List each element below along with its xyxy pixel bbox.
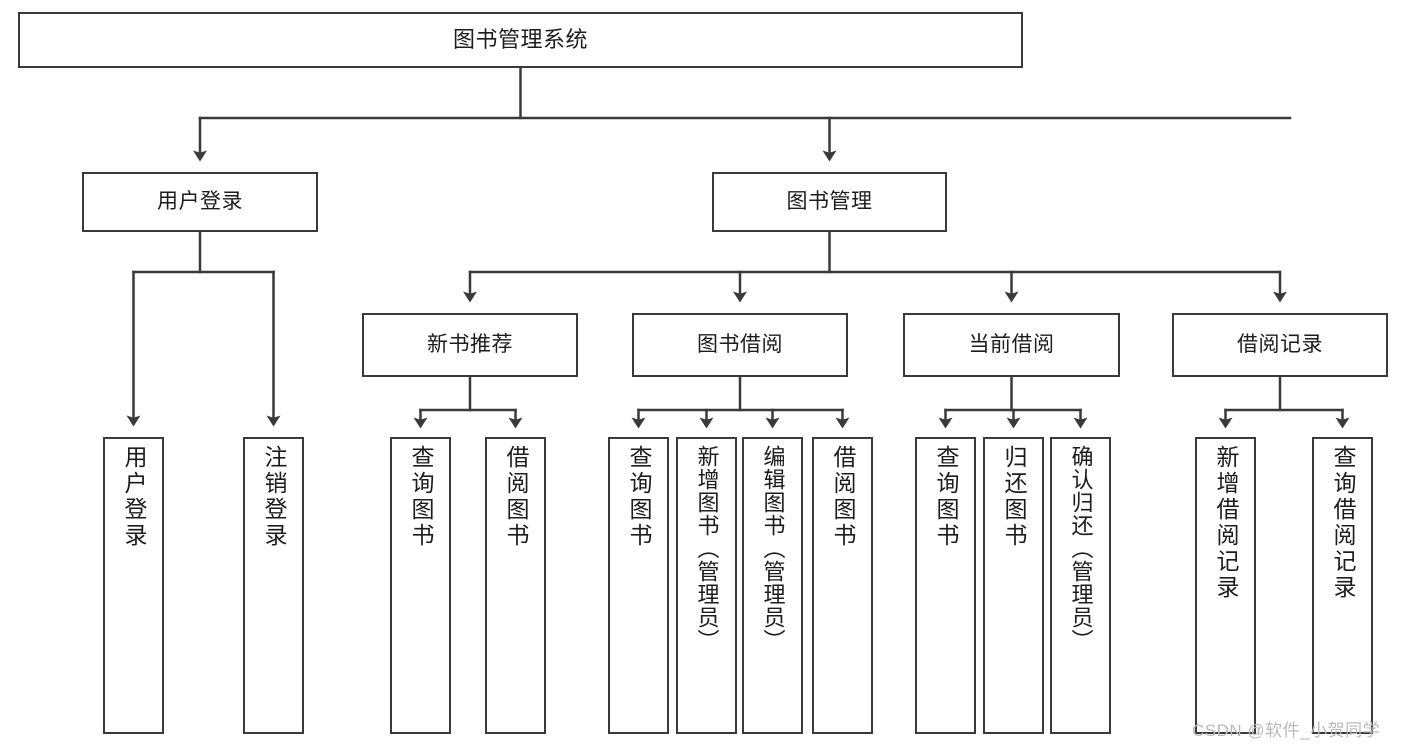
node-label: 借阅图书 xyxy=(503,445,529,549)
node-label: 用户登录 xyxy=(121,445,147,549)
node-label: 用户登录 xyxy=(157,189,243,213)
node-label: 查询图书 xyxy=(408,445,434,549)
node-leaf[interactable]: 查询图书 xyxy=(915,437,976,734)
node-leaf[interactable]: 查询借阅记录 xyxy=(1312,437,1373,734)
node-label: 新增图书（管理员） xyxy=(694,445,720,652)
node-label: 查询图书 xyxy=(933,445,959,549)
node-book-management[interactable]: 图书管理 xyxy=(712,172,947,232)
node-leaf[interactable]: 注销登录 xyxy=(243,437,304,734)
node-label: 编辑图书（管理员） xyxy=(760,445,786,652)
node-leaf[interactable]: 借阅图书 xyxy=(485,437,546,734)
node-borrow-record[interactable]: 借阅记录 xyxy=(1172,313,1388,377)
node-root-system[interactable]: 图书管理系统 xyxy=(18,12,1023,68)
node-label: 归还图书 xyxy=(1001,445,1027,549)
node-label: 图书借阅 xyxy=(697,332,783,356)
node-label: 图书管理 xyxy=(786,189,873,213)
node-label: 新书推荐 xyxy=(427,332,513,356)
node-label: 当前借阅 xyxy=(968,332,1055,356)
node-label: 查询图书 xyxy=(626,445,652,549)
node-leaf[interactable]: 用户登录 xyxy=(103,437,164,734)
node-current-borrow[interactable]: 当前借阅 xyxy=(903,313,1120,377)
node-leaf[interactable]: 查询图书 xyxy=(608,437,669,734)
node-label: 借阅记录 xyxy=(1237,332,1323,356)
node-leaf[interactable]: 查询图书 xyxy=(390,437,451,734)
watermark: CSDN @软件_小贺同学 xyxy=(1192,721,1381,740)
node-new-book-recommend[interactable]: 新书推荐 xyxy=(362,313,578,377)
node-leaf[interactable]: 归还图书 xyxy=(983,437,1044,734)
node-label: 注销登录 xyxy=(261,445,287,549)
node-label: 新增借阅记录 xyxy=(1213,445,1239,601)
node-leaf[interactable]: 新增图书（管理员） xyxy=(676,437,737,734)
node-leaf[interactable]: 确认归还（管理员） xyxy=(1050,437,1111,734)
node-book-borrow[interactable]: 图书借阅 xyxy=(632,313,848,377)
node-leaf[interactable]: 新增借阅记录 xyxy=(1195,437,1256,734)
node-leaf[interactable]: 编辑图书（管理员） xyxy=(742,437,803,734)
node-user-login[interactable]: 用户登录 xyxy=(82,172,318,232)
node-label: 查询借阅记录 xyxy=(1330,445,1356,601)
node-label: 借阅图书 xyxy=(830,445,856,549)
node-leaf[interactable]: 借阅图书 xyxy=(812,437,873,734)
node-label: 确认归还（管理员） xyxy=(1068,445,1094,652)
node-label: 图书管理系统 xyxy=(452,27,588,53)
